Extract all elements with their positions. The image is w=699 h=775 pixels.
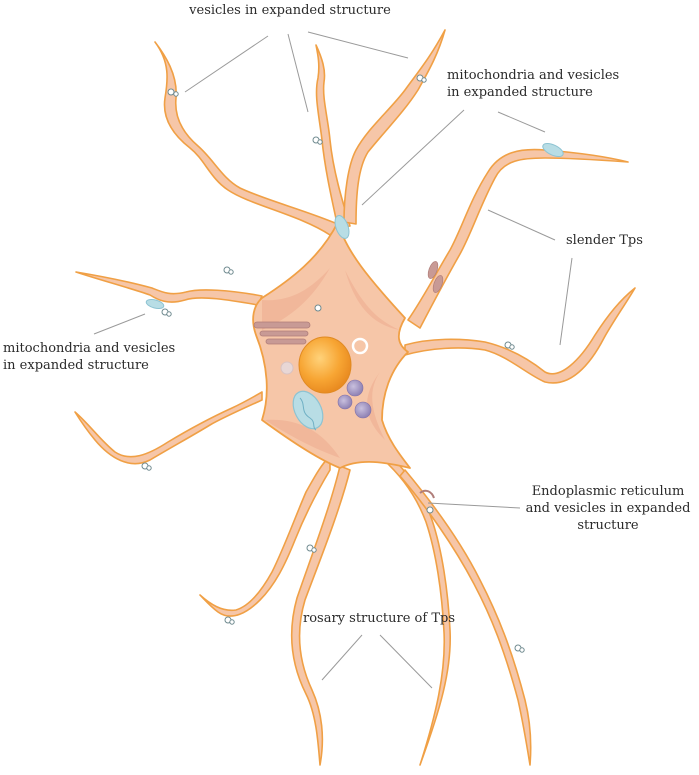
label-mitochondria-left: mitochondria and vesicles in expanded st…	[3, 341, 176, 373]
label-mitochondria-top-right: mitochondria and vesicles in expanded st…	[447, 68, 620, 100]
telopode-vesicles	[141, 74, 525, 653]
nucleus	[298, 336, 352, 394]
label-er-vesicles: Endoplasmic reticulum and vesicles in ex…	[525, 484, 691, 533]
telopode-left	[75, 271, 263, 306]
cytoplasm-shading	[262, 268, 400, 458]
telopode-bottom-middle	[290, 465, 351, 766]
leader-lines	[93, 31, 573, 689]
telopode-bottom-right	[374, 444, 452, 766]
mitochondrion-body	[292, 390, 324, 431]
telopode-er	[419, 261, 444, 499]
golgi-stack	[253, 321, 311, 345]
vacuole	[351, 337, 369, 355]
telopode-top-right	[343, 29, 446, 225]
telopode-lower-left	[74, 391, 263, 465]
small-vesicle	[280, 361, 294, 375]
vesicle-cluster	[337, 379, 372, 419]
telopode-bottom-left	[199, 455, 331, 617]
label-rosary-structure: rosary structure of Tps	[303, 611, 455, 626]
telopode-top-left	[154, 41, 341, 236]
label-vesicles-top: vesicles in expanded structure	[189, 3, 391, 18]
telopode-upper-right	[407, 148, 629, 329]
telopode-right	[404, 287, 636, 384]
telopode-bottom-far-right	[399, 469, 532, 766]
label-slender-tps: slender Tps	[566, 233, 643, 248]
telopode-mitochondria	[145, 143, 564, 310]
